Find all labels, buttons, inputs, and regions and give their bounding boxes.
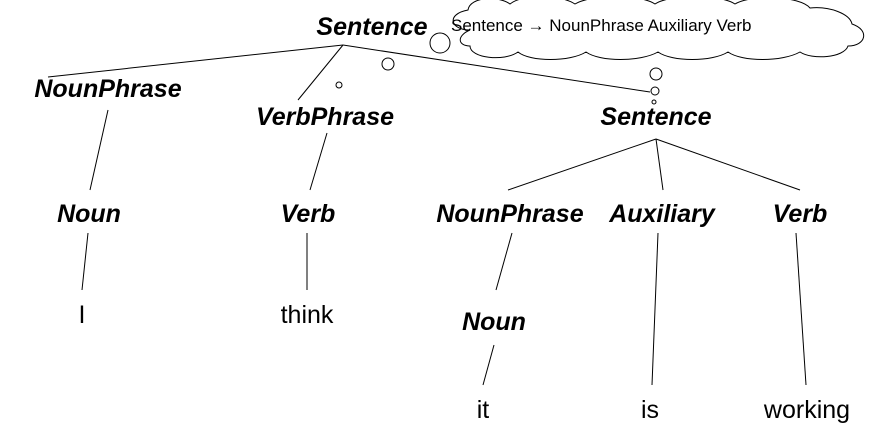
node-verb-phrase: VerbPhrase <box>256 103 394 131</box>
node-subject-noun: Noun <box>57 200 121 228</box>
thought-cloud-shape <box>452 0 864 60</box>
word-i: I <box>79 301 86 329</box>
edge-subject-noun-to-word <box>81 232 89 291</box>
edge-auxiliary-to-word <box>651 232 659 386</box>
node-vp-verb: Verb <box>281 200 336 228</box>
thought-dot-2 <box>381 57 395 71</box>
edge-embedded-verb-to-word <box>795 232 807 386</box>
edge-root-to-subject-np <box>47 44 344 78</box>
node-embedded-verb: Verb <box>773 200 828 228</box>
edge-embedded-noun-to-word <box>482 344 495 386</box>
node-root-sentence: Sentence <box>316 13 427 41</box>
edge-subject-np-to-noun <box>89 109 109 191</box>
tree-edges <box>47 44 807 386</box>
word-think: think <box>281 301 334 329</box>
thought-dot-6 <box>651 99 657 105</box>
thought-bubble-text: Sentence → NounPhrase Auxiliary Verb <box>451 16 752 35</box>
tree-nodes: Sentence NounPhrase VerbPhrase Sentence … <box>34 13 827 336</box>
node-subject-noun-phrase: NounPhrase <box>34 75 181 103</box>
thought-cloud: Sentence → NounPhrase Auxiliary Verb <box>335 0 864 105</box>
edge-embedded-sentence-to-auxiliary <box>655 138 664 191</box>
thought-dot-3 <box>335 81 343 89</box>
edge-embedded-sentence-to-verb <box>655 138 801 191</box>
node-embedded-sentence: Sentence <box>600 103 711 131</box>
edge-vp-to-verb <box>309 132 328 191</box>
word-it: it <box>477 396 490 424</box>
thought-dot-1 <box>429 32 451 54</box>
thought-dot-4 <box>649 67 663 81</box>
edge-root-to-embedded-sentence <box>342 44 651 93</box>
thought-dot-5 <box>650 86 660 96</box>
edge-root-to-vp <box>297 44 344 101</box>
tree-leaves: I think it is working <box>79 301 851 424</box>
word-working: working <box>763 396 850 424</box>
node-auxiliary: Auxiliary <box>608 200 716 228</box>
edge-embedded-sentence-to-np <box>507 138 657 191</box>
edge-embedded-np-to-noun <box>495 232 513 291</box>
node-embedded-noun: Noun <box>462 308 526 336</box>
word-is: is <box>641 396 659 424</box>
node-embedded-noun-phrase: NounPhrase <box>436 200 583 228</box>
